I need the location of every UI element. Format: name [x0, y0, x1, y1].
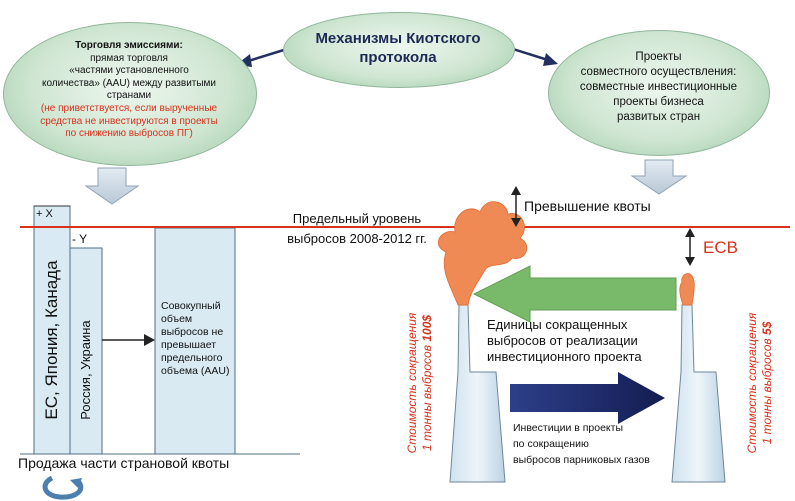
ecb-label: ECB	[703, 238, 738, 257]
cost-right-label: Стоимость сокращения 1 тонны выбросов 5$	[745, 283, 775, 483]
center-ellipse	[283, 12, 515, 88]
cost-left-value: 100$	[420, 314, 434, 342]
right-down-arrow	[630, 159, 688, 195]
left-red2: средства не инвестируются в проекты	[40, 115, 218, 127]
invest-label: Инвестиции в проекты по сокращению выбро…	[513, 420, 683, 468]
cost-left-line1: Стоимость сокращения	[405, 312, 419, 454]
exceed-label: Превышение квоты	[524, 198, 651, 214]
total-label: Совокупный объем выбросов не превышает п…	[161, 300, 230, 377]
left-line3: «частями установленного	[69, 65, 189, 77]
invest-line3: выбросов парниковых газов	[513, 454, 650, 466]
russia-bar	[69, 247, 103, 455]
left-ellipse	[3, 22, 257, 166]
chimney-right	[671, 304, 726, 483]
left-line5: странами	[106, 90, 152, 102]
chimney-left	[449, 304, 506, 483]
units-line3: инвестиционного проекта	[487, 349, 642, 364]
sale-label: Продажа части страновой квоты	[18, 455, 230, 471]
eu-label: ЕС, Япония, Канада	[42, 260, 61, 420]
transfer-arrowhead	[144, 334, 155, 346]
limit-line2: выбросов 2008-2012 гг.	[287, 231, 427, 246]
plus-x-label: + X	[36, 208, 53, 220]
units-line2: выбросов от реализации	[487, 333, 638, 348]
right-line1: Проекты	[635, 51, 682, 63]
right-ellipse	[548, 30, 770, 156]
russia-label: Россия, Украина	[78, 320, 93, 420]
right-line5: развитых стран	[616, 111, 701, 123]
invest-line2: по сокращению	[513, 438, 589, 450]
center-title-line2: протокола	[359, 49, 437, 66]
center-title-line1: Механизмы Киотского	[315, 30, 481, 47]
units-line1: Единицы сокращенных	[487, 317, 628, 332]
cost-right-value: 5$	[760, 321, 774, 335]
minus-y-label: - Y	[72, 232, 88, 246]
limit-label: Предельный уровень выбросов 2008-2012 гг…	[262, 209, 452, 249]
right-ellipse-text: Проекты совместного осуществления: совме…	[556, 50, 761, 125]
invest-line1: Инвестиции в проекты	[513, 422, 623, 434]
right-line2: совместного осуществления:	[580, 66, 737, 78]
left-line2: прямая торговля	[90, 52, 168, 64]
investment-navy-arrow	[510, 372, 665, 424]
left-red1: (не приветствуется, если вырученные	[40, 102, 218, 114]
big-smoke	[437, 201, 528, 306]
small-smoke	[679, 273, 695, 306]
units-green-arrow	[472, 265, 677, 323]
cost-right-line2: 1 тонны выбросов	[760, 338, 774, 445]
left-line4: количества» (AAU) между развитыми	[41, 77, 217, 89]
limit-line1: Предельный уровень	[292, 211, 422, 226]
connector-right-arrowhead	[543, 53, 558, 66]
cost-left-line2: 1 тонны выбросов	[420, 345, 434, 452]
cost-left-label: Стоимость сокращения 1 тонны выбросов 10…	[405, 283, 435, 483]
units-label: Единицы сокращенных выбросов от реализац…	[487, 317, 687, 365]
left-ellipse-text: Торговля эмиссиями: прямая торговля «час…	[14, 40, 244, 141]
circular-arrow-icon	[42, 475, 84, 500]
left-line1: Торговля эмиссиями:	[75, 40, 183, 51]
left-down-arrow	[84, 167, 140, 205]
right-line3: совместные инвестиционные	[579, 81, 738, 93]
cost-right-line1: Стоимость сокращения	[745, 312, 759, 454]
center-title: Механизмы Киотского протокола	[283, 29, 513, 67]
left-red3: по снижению выбросов ПГ)	[65, 128, 193, 140]
right-line4: проекты бизнеса	[613, 96, 704, 108]
